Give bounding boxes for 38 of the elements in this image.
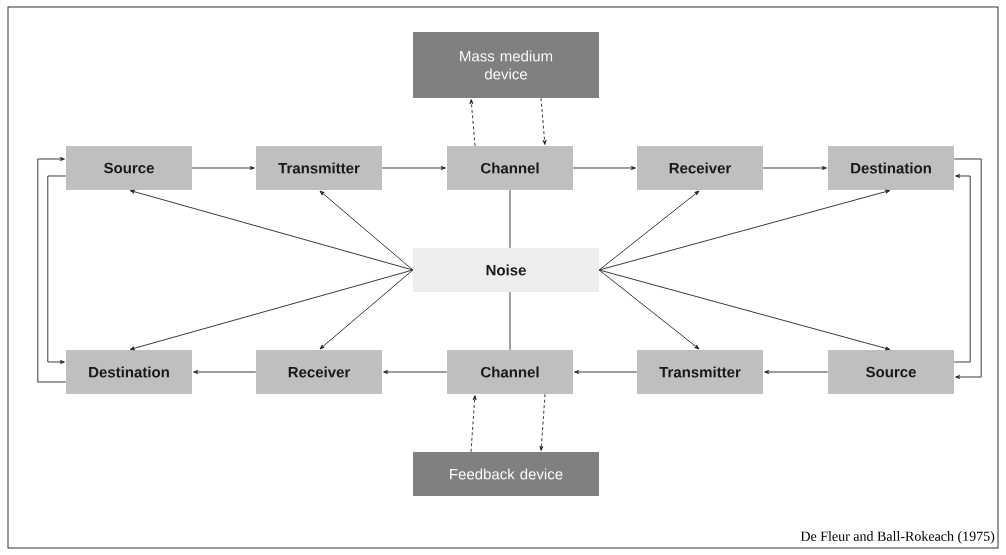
arrow bbox=[319, 269, 414, 350]
arrow bbox=[953, 174, 971, 363]
arrow bbox=[47, 175, 67, 364]
arrow bbox=[539, 393, 546, 451]
process-box: Receiver bbox=[256, 350, 382, 394]
device-box: Mass medium device bbox=[413, 32, 599, 98]
process-box: Channel bbox=[447, 350, 573, 394]
device-box: Feedback device bbox=[413, 452, 599, 496]
process-box: Transmitter bbox=[637, 350, 763, 394]
process-box: Channel bbox=[447, 146, 573, 190]
arrow bbox=[764, 370, 829, 374]
arrow bbox=[129, 269, 414, 351]
arrow bbox=[469, 99, 476, 147]
process-box: Destination bbox=[66, 350, 192, 394]
process-box: Receiver bbox=[637, 146, 763, 190]
arrow bbox=[953, 158, 982, 379]
arrow bbox=[381, 166, 446, 170]
arrow bbox=[598, 269, 891, 351]
noise-box: Noise bbox=[413, 248, 599, 292]
arrow bbox=[319, 190, 414, 271]
arrow bbox=[470, 395, 477, 453]
source-citation: De Fleur and Ball-Rokeach (1975) bbox=[800, 531, 995, 544]
arrow bbox=[540, 97, 547, 145]
arrow bbox=[129, 189, 414, 271]
arrow bbox=[191, 166, 255, 170]
arrow bbox=[383, 370, 448, 374]
arrow bbox=[762, 166, 827, 170]
arrow bbox=[598, 190, 700, 271]
arrow bbox=[598, 269, 700, 350]
arrow bbox=[37, 157, 67, 383]
process-box: Source bbox=[828, 350, 954, 394]
process-box: Destination bbox=[828, 146, 954, 190]
arrow bbox=[193, 370, 257, 374]
process-box: Transmitter bbox=[256, 146, 382, 190]
arrow bbox=[598, 189, 891, 271]
arrow bbox=[572, 166, 636, 170]
arrow bbox=[574, 370, 638, 374]
process-box: Source bbox=[66, 146, 192, 190]
